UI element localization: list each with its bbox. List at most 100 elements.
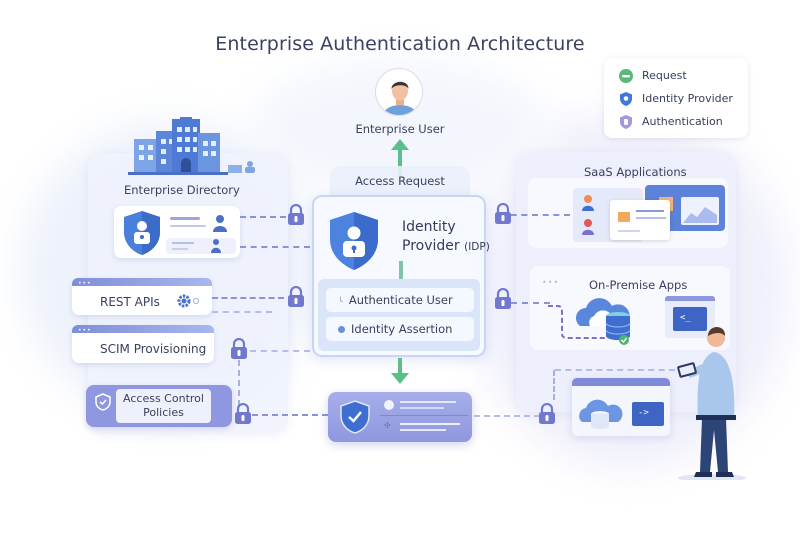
user-icon	[582, 219, 594, 235]
legend-item-authentication: Authentication	[618, 110, 748, 133]
divider	[380, 415, 468, 416]
lock-icon	[235, 403, 251, 424]
lock-icon	[288, 204, 304, 225]
cloud-database-icon	[576, 298, 631, 345]
user-small-icon	[211, 239, 221, 253]
person-with-tablet-illustration	[677, 327, 746, 480]
access-control-policies-card[interactable]: Access Control Policies	[86, 385, 232, 427]
shield-lock-icon	[124, 211, 160, 255]
policies-label-line2: Policies	[143, 406, 184, 419]
area-chart-thumb	[681, 197, 719, 225]
text-line	[170, 225, 206, 227]
legend-label: Identity Provider	[642, 92, 733, 105]
terminal-window[interactable]: <_	[665, 296, 715, 338]
text-line	[636, 217, 666, 219]
idp-title-line1: Identity	[402, 219, 456, 235]
text-line	[170, 217, 200, 220]
legend-label: Request	[642, 69, 687, 82]
secondary-row	[166, 238, 236, 254]
step-authenticate-user[interactable]: ╰Authenticate User	[326, 288, 474, 312]
request-arrow-down-icon	[391, 358, 409, 384]
authentication-icon	[620, 114, 632, 129]
connector-rest	[212, 297, 284, 299]
connector-policies	[252, 414, 328, 416]
idp-shield-icon	[330, 212, 378, 270]
window-titlebar	[72, 325, 214, 333]
shield-check-icon	[340, 400, 370, 434]
on-premise-apps-label: On-Premise Apps	[589, 278, 688, 292]
access-request-label: Access Request	[355, 174, 445, 188]
window-titlebar	[72, 278, 212, 286]
identity-provider-icon	[620, 91, 632, 106]
policies-label-box	[116, 389, 211, 423]
idp-title-provider: Provider	[402, 238, 460, 254]
avatar-dot	[384, 400, 394, 410]
policies-label-line1: Access Control	[123, 392, 204, 405]
rest-apis-card[interactable]: ••• REST APIs	[72, 278, 212, 315]
connector-rest-2	[212, 311, 272, 313]
saas-applications-label: SaaS Applications	[584, 165, 687, 179]
legend: Request Identity Provider Authentication	[604, 58, 748, 138]
request-icon	[619, 68, 633, 83]
enterprise-user-label: Enterprise User	[355, 122, 445, 136]
folder-icon	[618, 212, 630, 222]
diagram-title: Enterprise Authentication Architecture	[215, 33, 585, 55]
text-line	[400, 407, 444, 409]
text-line	[172, 248, 188, 250]
idp-title-line2: Provider (IDP)	[402, 238, 490, 254]
building-icon	[128, 117, 255, 175]
text-line	[618, 230, 640, 232]
window-dots: •••	[78, 280, 92, 287]
cloud-app-window[interactable]: ->	[572, 378, 670, 436]
step-label: Identity Assertion	[351, 322, 453, 336]
step-identity-assertion[interactable]: Identity Assertion	[326, 317, 474, 341]
user-icon	[582, 195, 594, 211]
lock-icon	[495, 203, 511, 224]
connector-onprem	[500, 302, 550, 304]
connector-directory	[240, 216, 286, 218]
rest-apis-label: REST APIs	[100, 295, 160, 309]
text-line	[172, 242, 194, 244]
connector-tablet-h	[555, 369, 675, 371]
window-dots: •••	[542, 278, 560, 287]
saas-form-window[interactable]	[610, 200, 670, 240]
enterprise-user-avatar	[375, 68, 423, 116]
onprem-connector	[548, 305, 606, 339]
authentication-token-card: ✣	[328, 392, 472, 442]
connector-tablet	[553, 370, 555, 400]
lock-icon	[231, 338, 247, 359]
connector-directory-2	[240, 246, 310, 248]
lock-icon	[288, 286, 304, 307]
scim-provisioning-card[interactable]: ••• SCIM Provisioning	[72, 325, 214, 363]
area-chart-icon	[683, 207, 717, 223]
idp-steps-container: ╰Authenticate User Identity Assertion	[318, 279, 480, 351]
lock-icon	[539, 403, 555, 424]
idp-title-suffix: (IDP)	[464, 241, 490, 253]
lock-icon	[495, 288, 511, 309]
step-label: Authenticate User	[348, 293, 453, 307]
legend-label: Authentication	[642, 115, 723, 128]
connector-saas	[500, 214, 570, 216]
connector-scim	[250, 350, 310, 352]
access-request-tab	[330, 166, 470, 196]
idp-flow-line	[399, 261, 403, 281]
user-icon	[213, 215, 227, 232]
legend-item-identity-provider: Identity Provider	[618, 87, 748, 110]
text-line	[400, 423, 460, 425]
enterprise-directory-label: Enterprise Directory	[124, 183, 240, 197]
cloud-database-icon	[579, 399, 623, 429]
user-avatar-icon	[382, 81, 418, 115]
text-line	[400, 429, 446, 431]
connector-scim-policies	[238, 360, 240, 406]
key-icon: ✣	[384, 421, 391, 430]
identity-provider-box: Identity Provider (IDP) ╰Authenticate Us…	[312, 195, 490, 357]
text-line	[400, 401, 456, 403]
legend-item-request: Request	[618, 64, 748, 87]
window-dots: •••	[78, 327, 92, 334]
enterprise-directory-card	[114, 206, 240, 258]
shield-check-icon	[95, 393, 111, 411]
request-arrow-up-icon	[391, 139, 409, 176]
gear-icon	[177, 294, 200, 308]
text-line	[636, 210, 664, 212]
arrow-prompt: ->	[632, 402, 664, 426]
